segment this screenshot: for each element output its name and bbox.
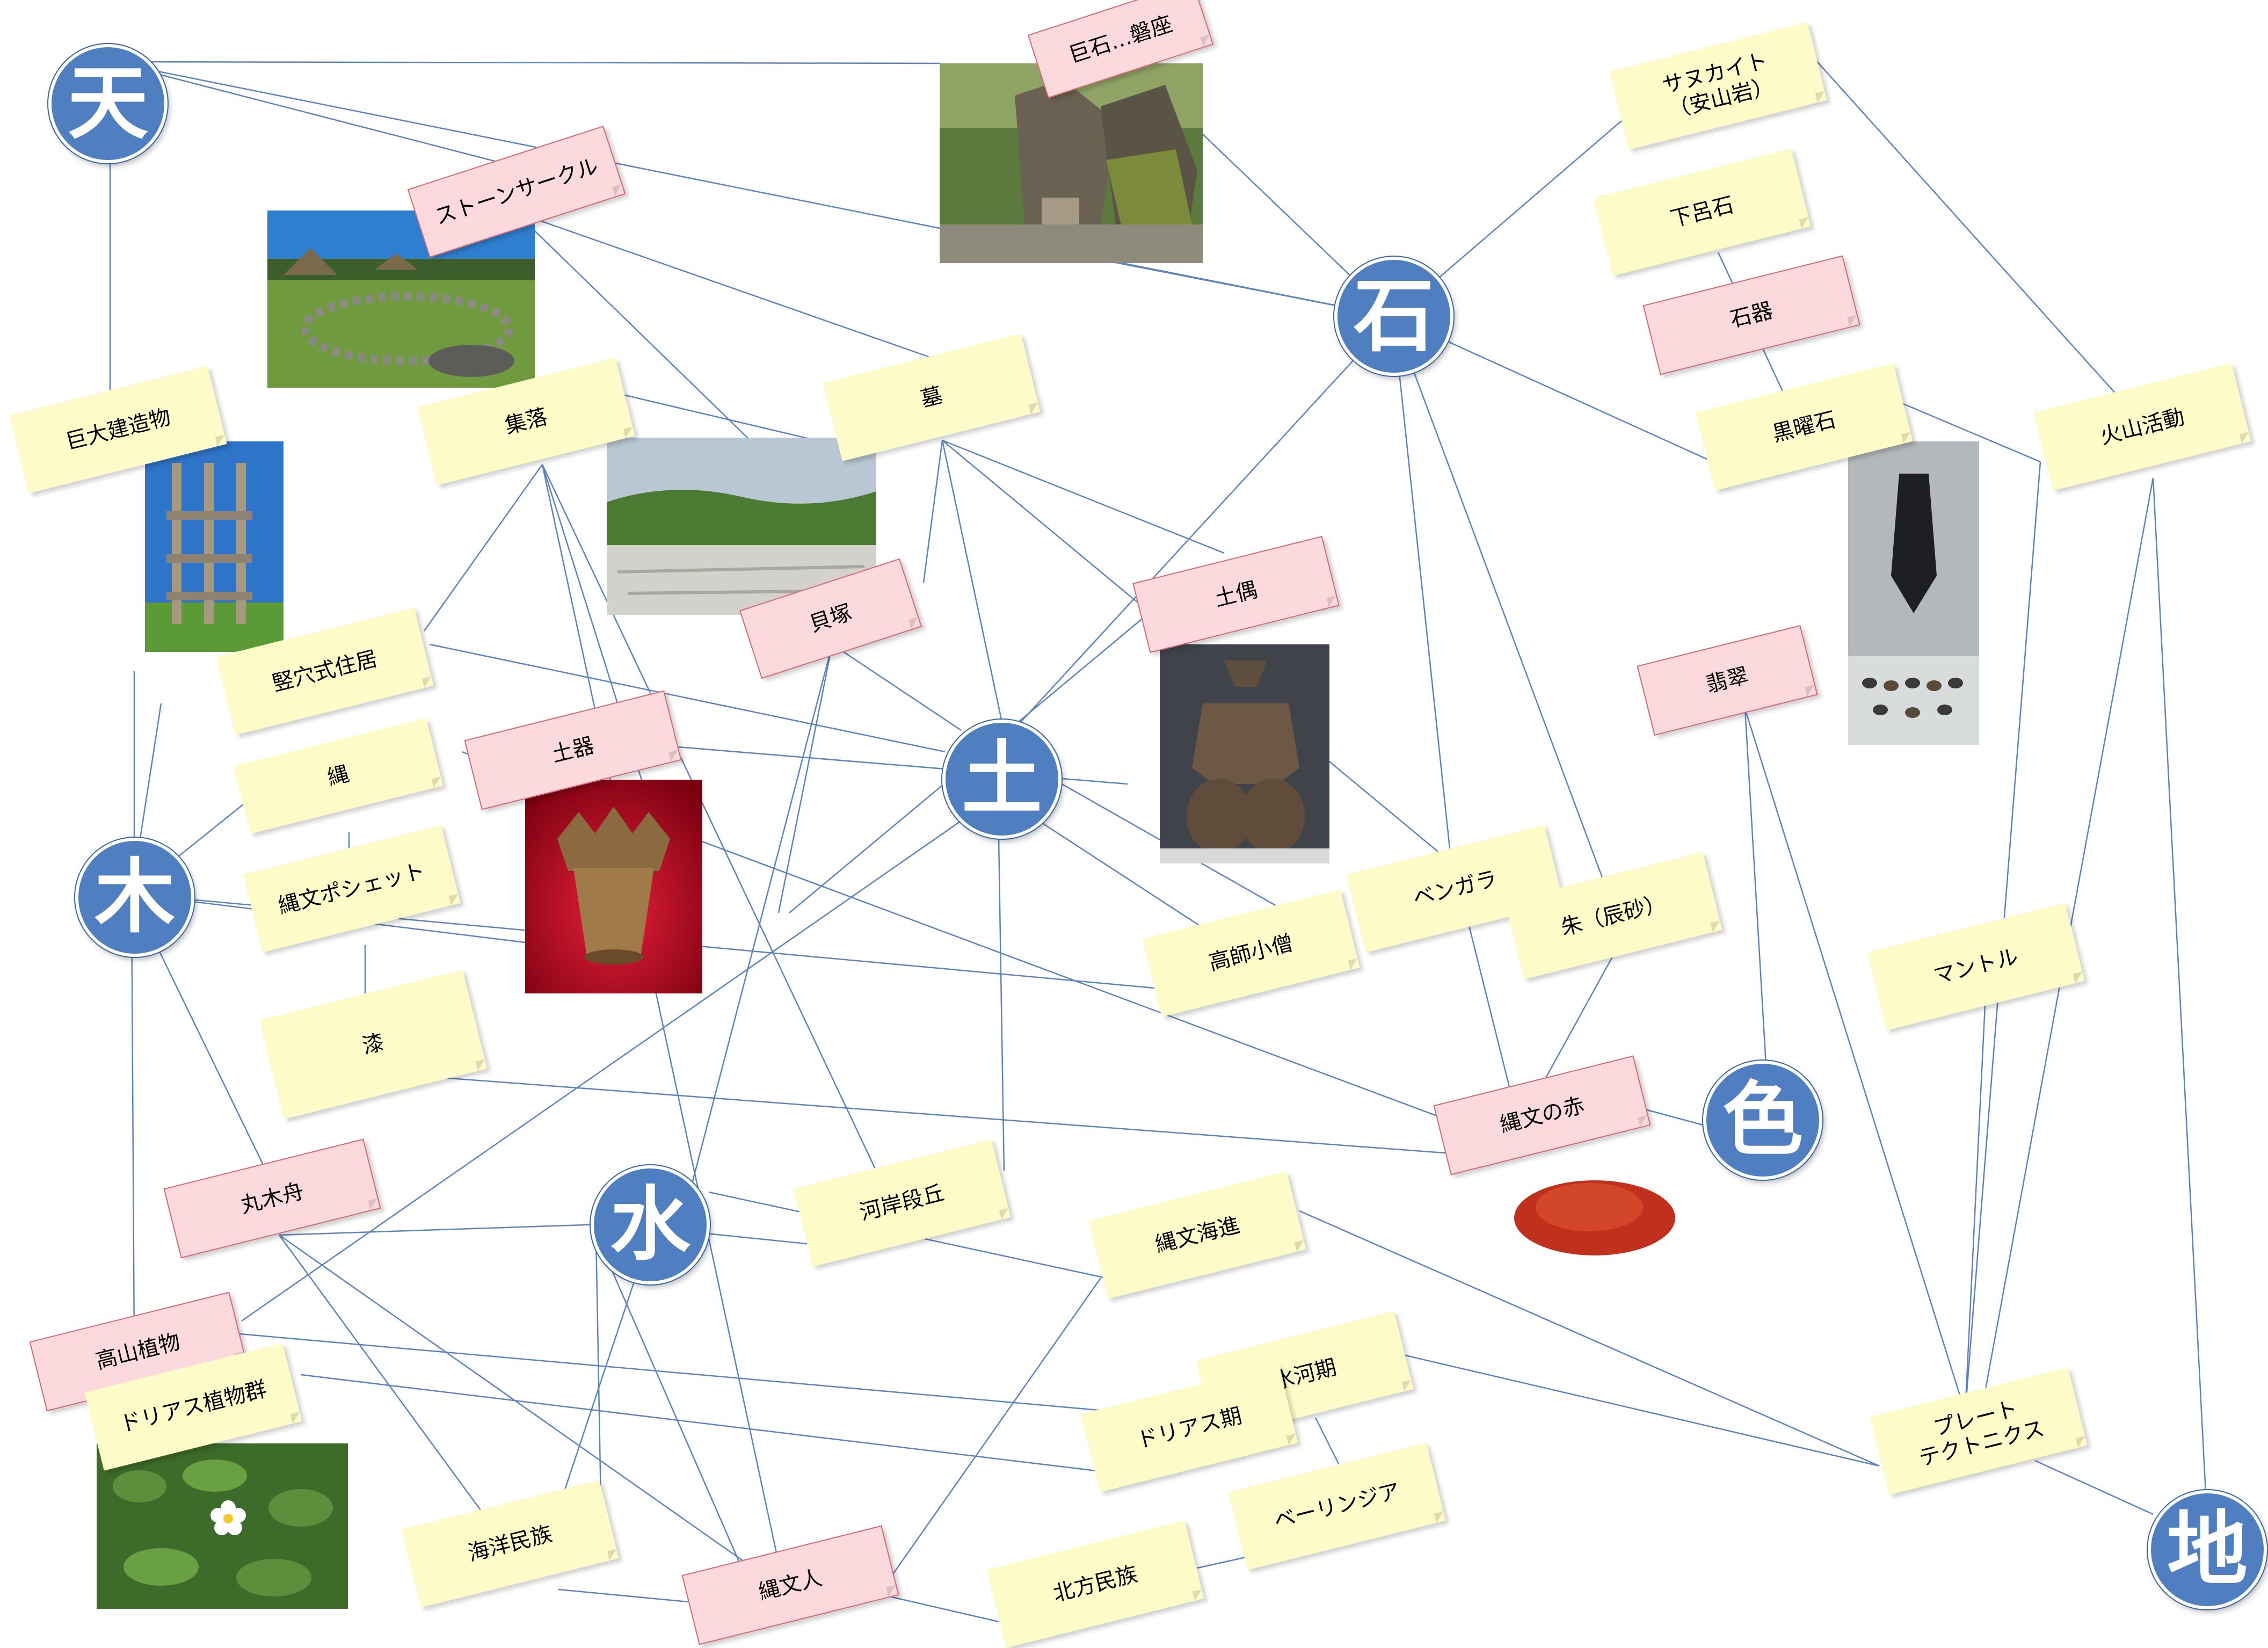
connection-line [423,464,543,631]
dogu-figurine-photo [1160,644,1329,863]
connection-line [1395,1352,1880,1467]
flame-pottery-photo [525,780,702,993]
stone-circle-photo [267,210,535,388]
connection-line [993,316,1394,752]
hub-chi: 地 [2148,1490,2267,1609]
connection-line [622,394,817,441]
iwakura-rocks-photo [940,63,1203,263]
connection-line [110,61,940,229]
shell-mound-photo [607,438,876,615]
hub-ishi: 石 [1334,257,1453,376]
connection-line [1744,708,1966,1413]
connection-line [1642,1108,1713,1129]
connection-line [279,1223,602,1236]
connection-line [1392,316,1607,887]
hub-ki: 木 [75,838,194,957]
connection-line [1814,59,2127,406]
connection-line [941,440,1002,720]
connection-line [214,1331,1214,1421]
hub-mizu: 水 [591,1165,710,1284]
connection-line [110,61,516,168]
connection-line [832,643,962,731]
hub-ten: 天 [48,44,168,163]
connection-line [922,440,943,583]
hub-iro: 色 [1703,1061,1822,1180]
connection-line [1299,1210,1880,1467]
red-pigment-photo [1503,1153,1686,1266]
tower-structure-photo [145,441,284,652]
obsidian-tools-photo [1848,441,1979,745]
connection-line [1964,971,1988,1413]
connection-line [541,464,892,1203]
alpine-flower-photo [97,1443,348,1609]
connection-line [110,61,940,64]
connection-line [1744,708,1768,1075]
connection-line [541,464,788,1601]
connection-line [241,794,999,1322]
connection-line [777,644,833,913]
connection-line [1465,912,1515,1107]
connection-line [130,894,135,1348]
connection-line [942,439,1225,554]
connection-line [279,1234,784,1591]
connection-line [1392,316,1451,849]
connection-line [429,643,946,753]
connection-line [2034,1460,2154,1515]
connection-line [1314,1417,1343,1472]
connection-line [692,644,833,1182]
connection-line [1900,402,2041,463]
connection-line [595,1235,602,1531]
connection-line [1197,1556,1246,1569]
connection-line [515,211,946,364]
connection-line [590,1221,758,1603]
connection-line [300,1374,1101,1472]
connection-line [391,1073,1466,1156]
connection-line [2152,477,2208,1515]
hub-tsuchi: 土 [942,720,1062,839]
connection-line [998,837,1005,1171]
connection-line [885,1277,1102,1585]
